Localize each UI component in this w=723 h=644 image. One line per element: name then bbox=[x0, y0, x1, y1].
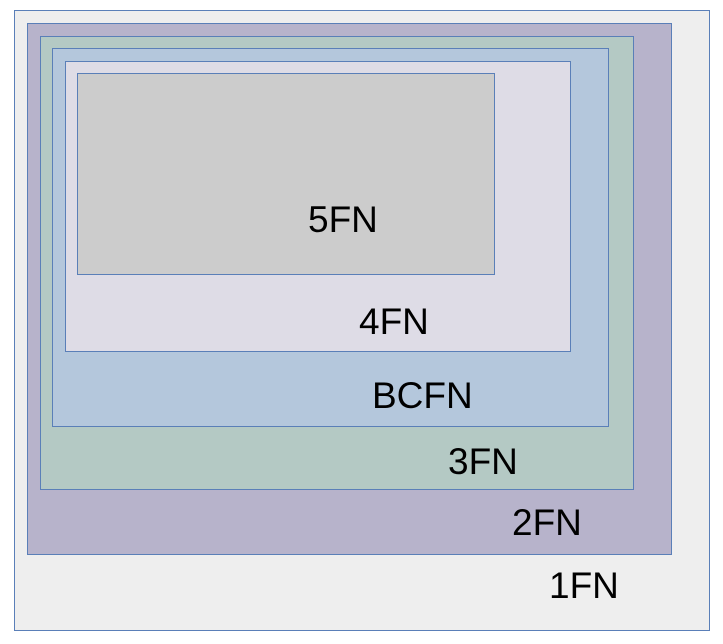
label-4fn: 4FN bbox=[359, 301, 429, 342]
label-1fn: 1FN bbox=[549, 565, 619, 606]
label-5fn: 5FN bbox=[308, 199, 378, 240]
label-bcfn: BCFN bbox=[372, 375, 473, 416]
box-5fn bbox=[77, 73, 495, 275]
label-3fn: 3FN bbox=[448, 441, 518, 482]
label-2fn: 2FN bbox=[512, 502, 582, 543]
